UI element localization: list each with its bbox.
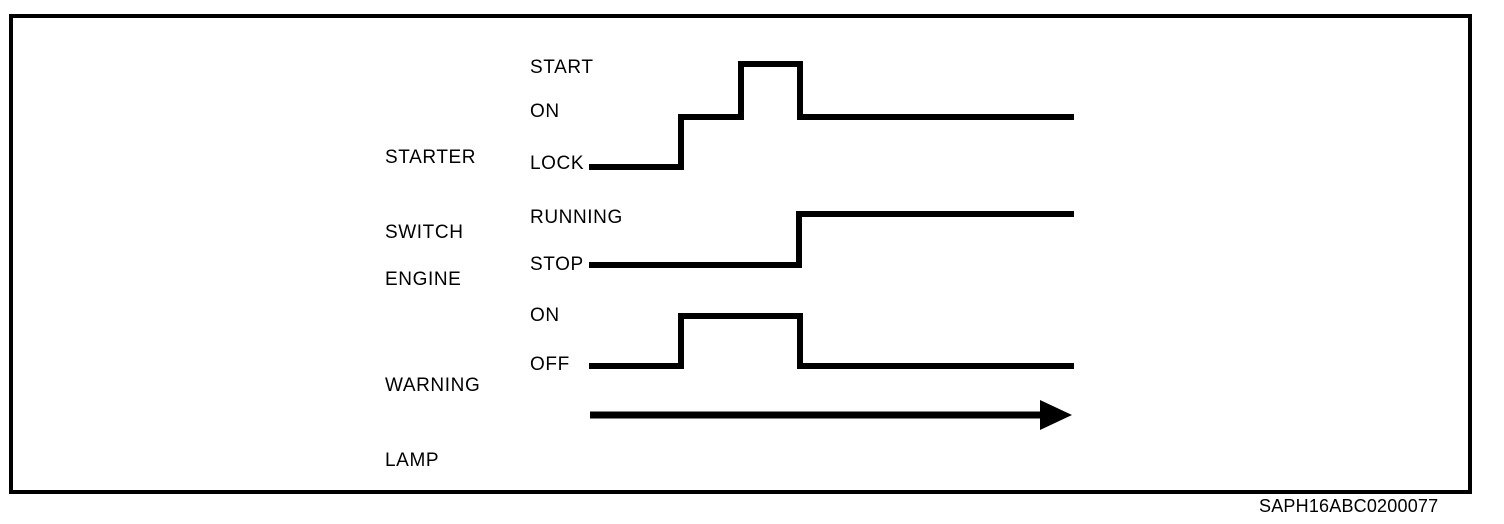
signal-label-warning-lamp: WARNING LAMP	[385, 323, 480, 523]
signal-label-warning-lamp-line2: LAMP	[385, 450, 440, 471]
signal-label-engine: ENGINE	[385, 217, 461, 342]
waveform-starter-switch	[589, 61, 1074, 170]
waveform-engine	[589, 211, 1074, 268]
state-label-starter-switch-on: ON	[530, 101, 560, 122]
time-arrow	[590, 400, 1072, 430]
signal-label-warning-lamp-line1: WARNING	[385, 375, 481, 396]
state-label-warning-lamp-off: OFF	[530, 354, 570, 375]
state-label-starter-switch-start: START	[530, 57, 594, 78]
state-label-engine-running: RUNNING	[530, 207, 623, 228]
time-arrow-head	[1040, 400, 1072, 430]
signal-label-starter-switch-line1: STARTER	[385, 147, 477, 168]
signal-label-starter-switch-line2: SWITCH	[385, 222, 464, 243]
figure-id-code: SAPH16ABC0200077	[1259, 496, 1439, 516]
signal-label-engine-line1: ENGINE	[385, 269, 462, 290]
state-label-engine-stop: STOP	[530, 254, 584, 275]
signal-label-starter-switch: STARTER SWITCH	[385, 95, 476, 295]
state-label-warning-lamp-on: ON	[530, 305, 560, 326]
waveform-warning-lamp	[589, 313, 1074, 369]
state-label-starter-switch-lock: LOCK	[530, 153, 585, 174]
